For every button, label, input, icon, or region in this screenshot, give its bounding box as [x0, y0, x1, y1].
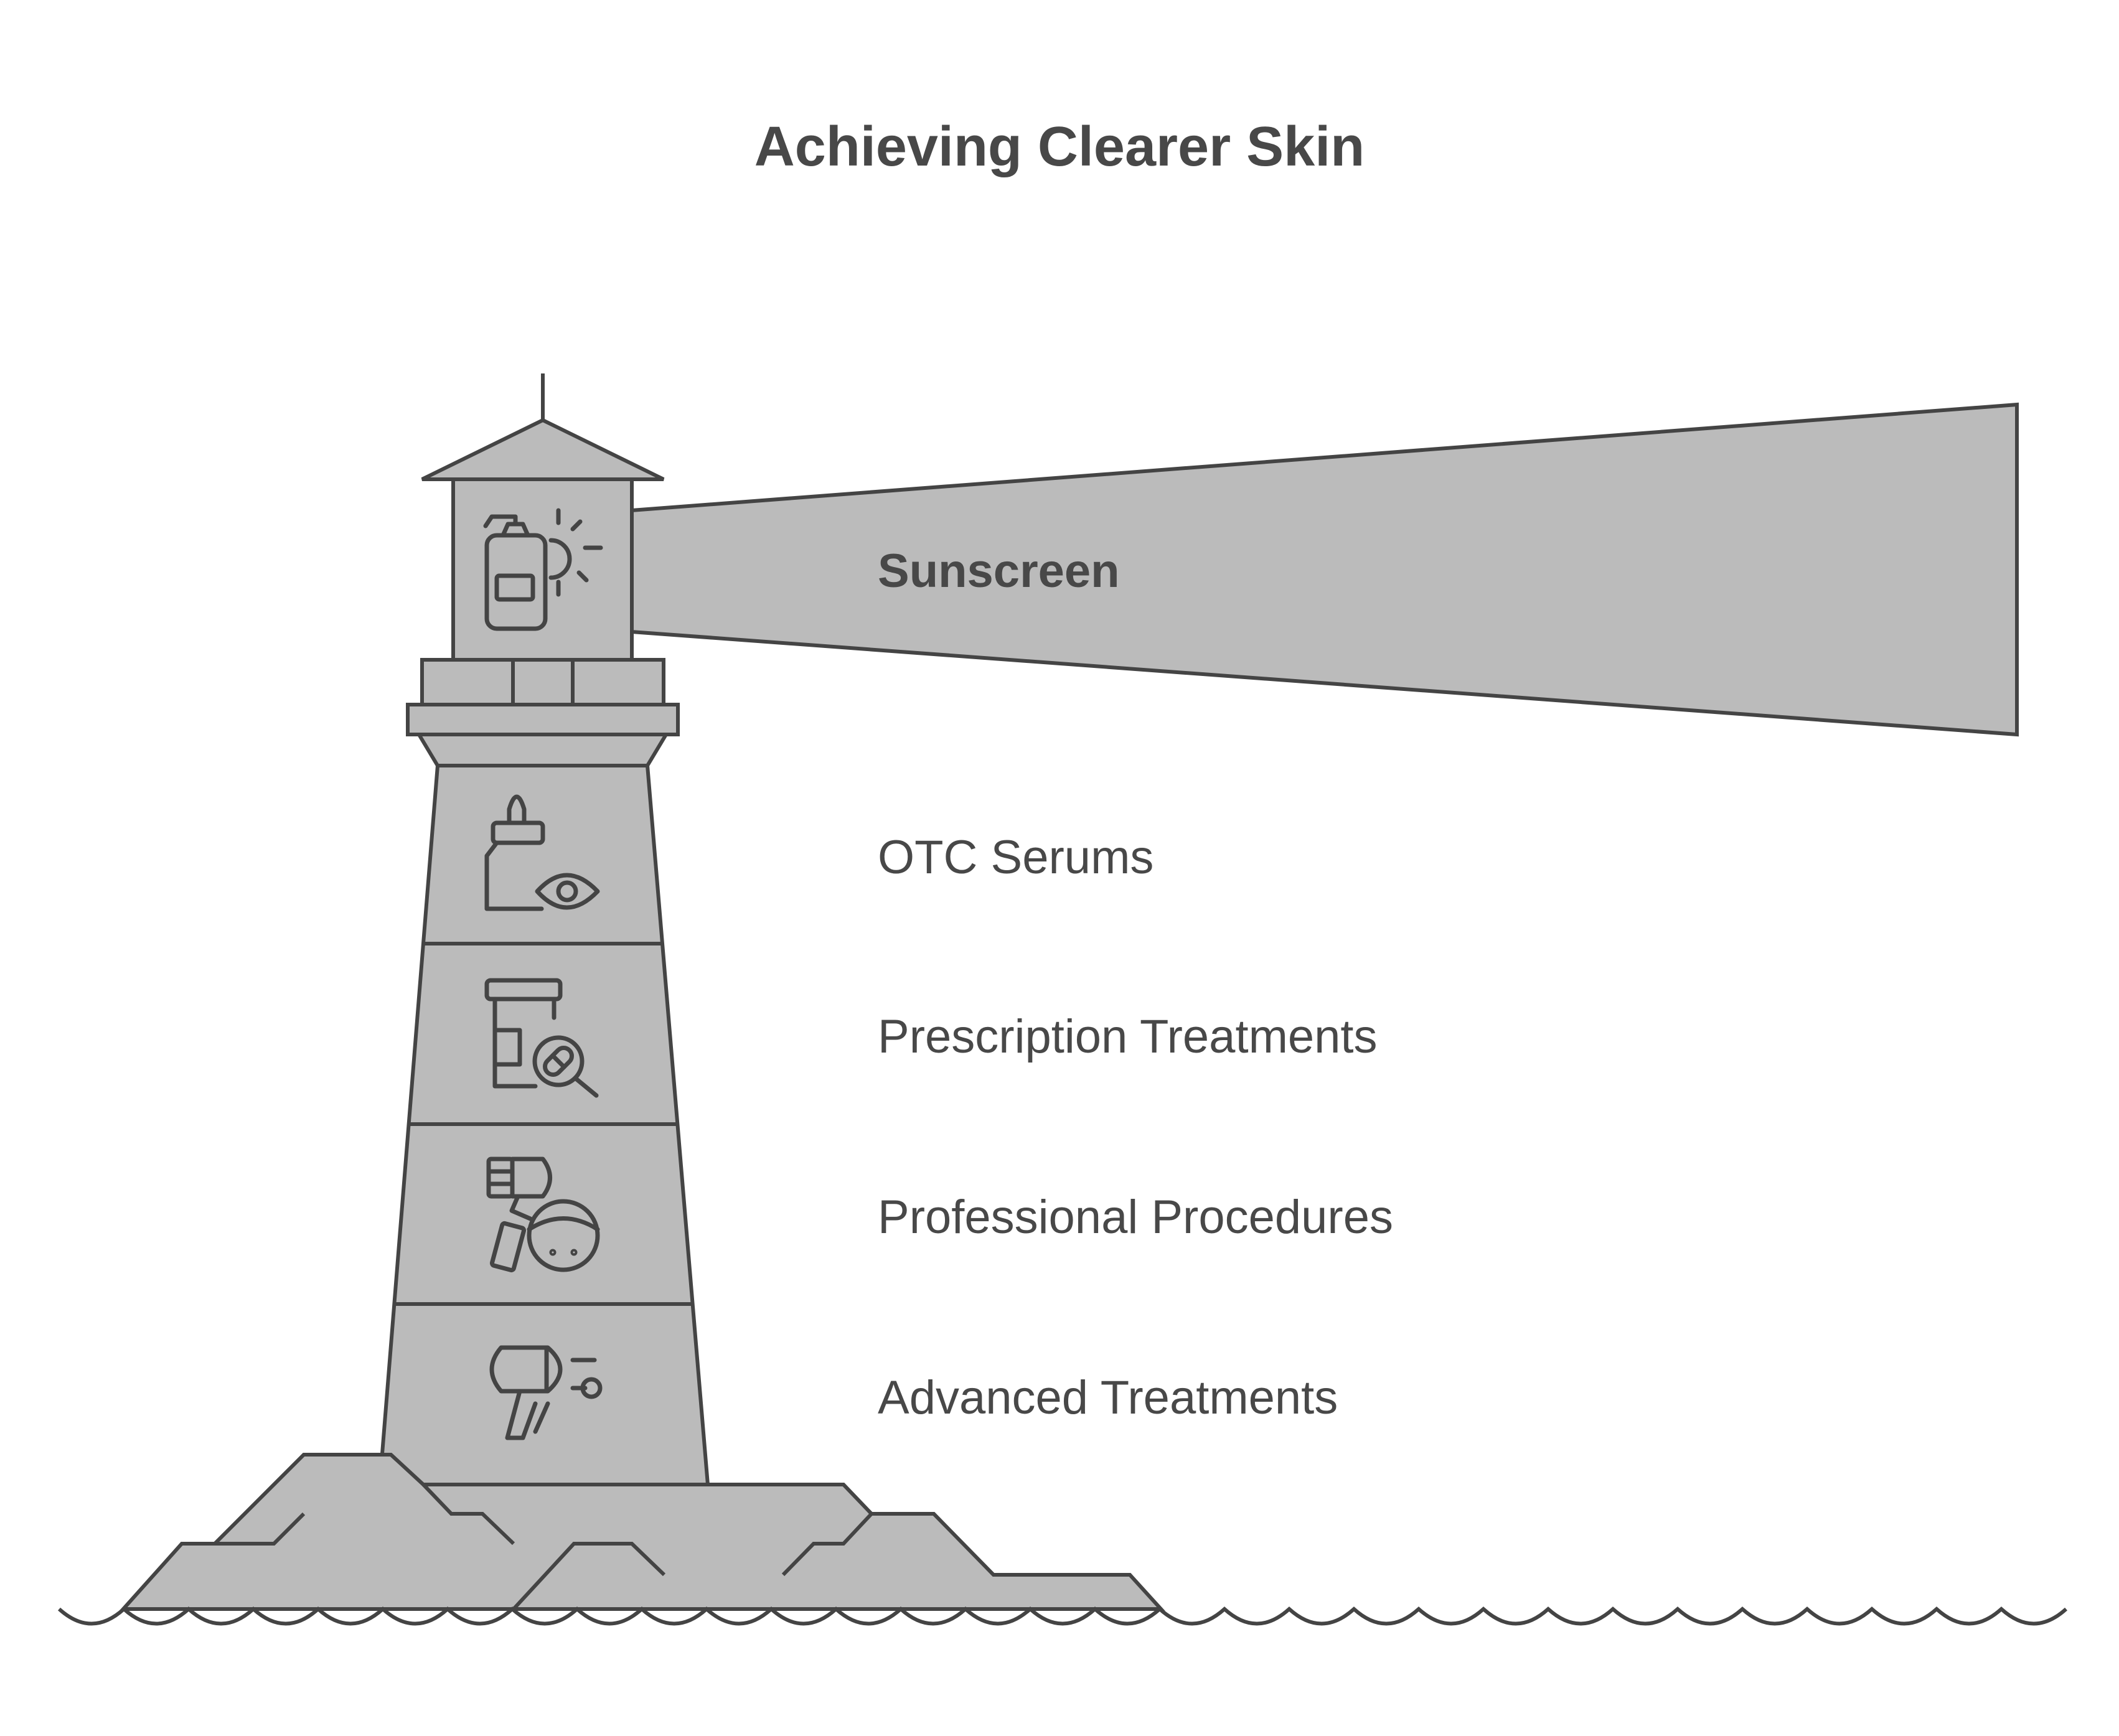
sea-waves	[57, 1606, 2068, 1626]
layer-label-otc-serums: OTC Serums	[878, 831, 1154, 884]
sunscreen-bottle-sun-icon	[483, 508, 603, 631]
gallery-railing	[420, 658, 665, 706]
layer-label-prescription-treatments: Prescription Treatments	[878, 1010, 1378, 1063]
lantern-room	[451, 477, 634, 662]
prescription-bottle-pill-icon	[484, 978, 599, 1098]
diagram-title: Achieving Clearer Skin	[754, 116, 1365, 178]
layer-label-advanced-treatments: Advanced Treatments	[878, 1371, 1338, 1424]
gallery-bracket	[415, 733, 670, 767]
light-beam	[630, 402, 2019, 737]
lighthouse-roof	[421, 418, 665, 481]
laser-device-icon	[489, 1345, 603, 1440]
serum-dropper-eye-icon	[484, 794, 600, 911]
layer-label-professional-procedures: Professional Procedures	[878, 1191, 1393, 1244]
gallery-deck	[406, 703, 680, 736]
layer-label-sunscreen: Sunscreen	[878, 545, 1120, 598]
procedure-device-face-icon	[486, 1157, 600, 1273]
